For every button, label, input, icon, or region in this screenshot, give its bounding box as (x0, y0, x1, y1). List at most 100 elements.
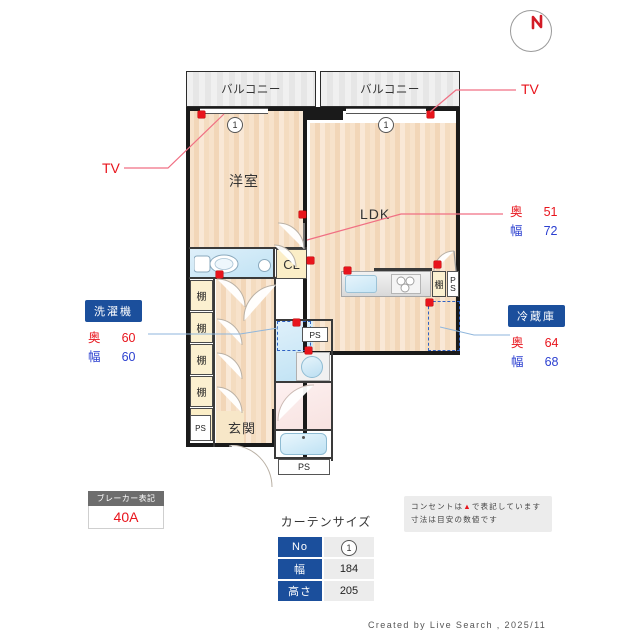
wall-washroom-top (274, 319, 333, 322)
fridge-depth-value: 64 (544, 336, 559, 350)
bathtub-drain (302, 436, 305, 439)
toilet-hand-basin (258, 259, 271, 272)
wall-bath-bottom (274, 429, 333, 432)
wall-under-toilet (189, 277, 307, 280)
curtain-row-key-no: No (278, 537, 322, 557)
washer-badge: 洗濯機 (85, 300, 142, 322)
washer-leader (148, 327, 279, 335)
curtain-table: No 1 幅 184 高さ 205 (276, 535, 376, 603)
wall-right-upper (456, 107, 460, 355)
compass-north-letter (531, 14, 543, 30)
tv-label-right: TV (521, 81, 539, 97)
window-yoshitsu (200, 107, 268, 114)
ps-entry-box: PS (190, 415, 211, 441)
closet-depth-key: 奥 (510, 205, 523, 219)
room-ldk-floor (310, 123, 457, 353)
curtain-row-value-no: 1 (324, 537, 374, 557)
door-shelf-3 (215, 351, 245, 386)
room-label-genkan: 玄関 (228, 421, 257, 436)
door-entrance (226, 444, 276, 494)
table-row: 高さ 205 (278, 581, 374, 601)
washer-depth-key: 奥 (88, 331, 101, 345)
door-yoshitsu-2 (272, 243, 312, 274)
window-number-1: 1 (227, 117, 243, 133)
shelf-box-3: 棚 (190, 344, 213, 375)
washroom-basin (301, 356, 323, 378)
curtain-no-circle: 1 (341, 540, 357, 556)
wall-corridor-right (274, 279, 277, 459)
wall-ps-bottom (274, 457, 333, 460)
toilet-fixture (193, 253, 254, 275)
kitchen-shelf-box: 棚 (432, 271, 446, 297)
compass-ring (510, 10, 552, 52)
breaker-value: 40A (88, 506, 164, 529)
kitchen-stove (391, 274, 421, 294)
outlet-marker-6 (344, 267, 351, 274)
fridge-width-key: 幅 (511, 355, 524, 369)
wall-bottom-right (303, 351, 460, 355)
outlet-marker-4 (307, 257, 314, 264)
balcony-right-label: バルコニー (360, 84, 420, 96)
outlet-marker-10 (305, 347, 312, 354)
washer-width-value: 60 (121, 350, 136, 364)
note-line-1: コンセントは▲で表記しています (411, 501, 545, 514)
note-line-2: 寸法は目安の数値です (411, 514, 498, 524)
curtain-row-value-width: 184 (324, 559, 374, 579)
outlet-marker-8 (426, 299, 433, 306)
closet-width-value: 72 (543, 224, 558, 238)
credit-text: Created by Live Search , 2025/11 (368, 620, 547, 630)
door-toilet (214, 277, 248, 316)
closet-width-key: 幅 (510, 224, 523, 238)
kitchen-backsplash (374, 268, 432, 271)
outlet-marker-2 (427, 111, 434, 118)
wall-mid-vertical (303, 351, 307, 461)
wall-balcony-stub (307, 111, 343, 120)
door-shelf-4 (215, 385, 245, 420)
wall-washroom-bottom (274, 381, 333, 384)
fridge-depth-key: 奥 (511, 336, 524, 350)
ps-washroom-box: PS (302, 327, 328, 342)
shelf-box-1: 棚 (190, 280, 213, 311)
outlet-marker-5 (216, 271, 223, 278)
curtain-row-value-height: 205 (324, 581, 374, 601)
tv-label-left: TV (102, 160, 120, 176)
fridge-width-value: 68 (544, 355, 559, 369)
wall-bath-right (331, 319, 334, 461)
closet-depth-value: 51 (543, 205, 558, 219)
fridge-dashed-area (428, 301, 460, 351)
breaker-title: ブレーカー表記 (88, 491, 164, 506)
wall-under-yoshitsu (189, 247, 307, 250)
curtain-size-card: カーテンサイズ No 1 幅 184 高さ 205 (276, 513, 376, 603)
washer-width-key: 幅 (88, 350, 101, 364)
table-row: 幅 184 (278, 559, 374, 579)
ps-kitchen-label-p: P (450, 274, 456, 285)
balcony-left: バルコニー (186, 71, 316, 107)
closet-leader (306, 213, 503, 241)
compass (504, 6, 556, 58)
curtain-row-key-height: 高さ (278, 581, 322, 601)
door-yoshitsu (266, 221, 310, 258)
shelf-box-2: 棚 (190, 312, 213, 343)
window-ldk (346, 107, 426, 114)
note-line1-post: で表記しています (471, 502, 542, 511)
ps-bath-box: PS (278, 459, 330, 475)
closet-depth-row: 奥 51 (510, 201, 558, 220)
genkan-step-floor (216, 411, 244, 447)
room-label-ldk: LDK (360, 206, 391, 222)
table-row: No 1 (278, 537, 374, 557)
outlet-marker-9 (293, 319, 300, 326)
door-hall-1 (242, 281, 278, 330)
wall-left (186, 107, 190, 447)
tv-leader-left (124, 113, 225, 169)
wall-top (186, 107, 460, 111)
washer-width-row: 幅 60 (88, 346, 136, 365)
breaker-card: ブレーカー表記 40A (88, 491, 164, 529)
outlet-triangle-icon: ▲ (463, 502, 472, 511)
shelf-box-4: 棚 (190, 376, 213, 407)
floor-plan: バルコニー バルコニー 1 1 洋室 LDK 玄関 CL (186, 71, 460, 488)
door-shelf-2 (215, 317, 245, 352)
kitchen-sink (345, 275, 377, 293)
outlet-marker-1 (198, 111, 205, 118)
